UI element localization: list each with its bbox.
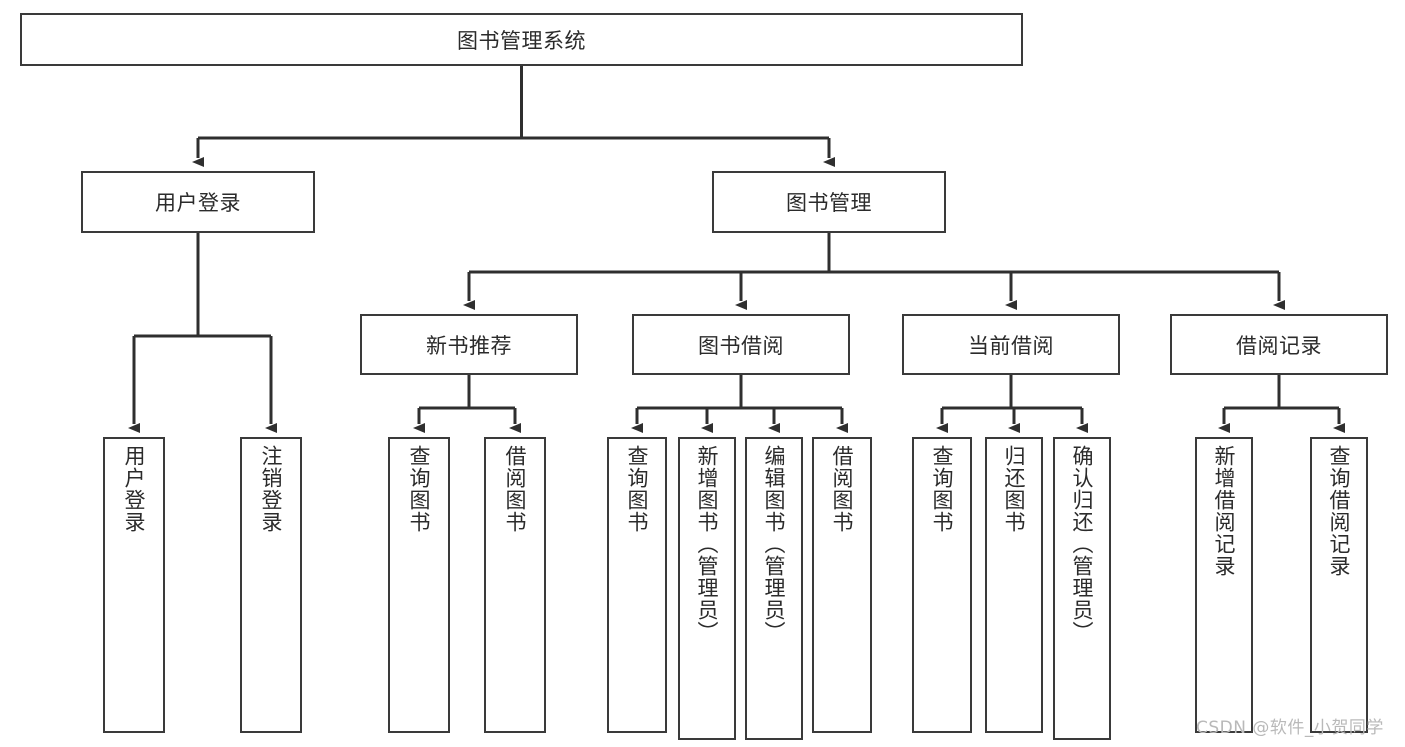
node-login[interactable]: 用户登录 [81,171,315,233]
node-current[interactable]: 当前借阅 [902,314,1120,375]
node-leaf-borrow-take[interactable]: 借阅图书 [812,437,872,733]
node-leaf-borrow-query[interactable]: 查询图书 [607,437,667,733]
node-label: 归还图书 [1002,445,1027,533]
node-leaf-borrow-add[interactable]: 新增图书（管理员） [678,437,736,740]
node-borrow[interactable]: 图书借阅 [632,314,850,375]
node-label: 编辑图书（管理员） [762,445,787,643]
node-leaf-user-logout[interactable]: 注销登录 [240,437,302,733]
node-leaf-new-query[interactable]: 查询图书 [388,437,450,733]
csdn-watermark: CSDN @软件_小贺同学 [1196,718,1384,738]
node-label: 图书管理系统 [457,28,586,53]
node-label: 确认归还（管理员） [1070,445,1095,643]
node-records[interactable]: 借阅记录 [1170,314,1388,375]
node-label: 新增借阅记录 [1212,445,1237,577]
node-label: 查询图书 [407,445,432,533]
node-label: 查询图书 [930,445,955,533]
node-label: 借阅图书 [503,445,528,533]
node-root[interactable]: 图书管理系统 [20,13,1023,66]
node-leaf-new-borrow[interactable]: 借阅图书 [484,437,546,733]
node-label: 查询图书 [625,445,650,533]
node-label: 当前借阅 [968,333,1054,358]
node-leaf-cur-return[interactable]: 归还图书 [985,437,1043,733]
node-label: 图书借阅 [698,333,784,358]
node-leaf-cur-query[interactable]: 查询图书 [912,437,972,733]
node-leaf-rec-query[interactable]: 查询借阅记录 [1310,437,1368,733]
node-leaf-cur-confirm[interactable]: 确认归还（管理员） [1053,437,1111,740]
node-label: 用户登录 [122,445,147,533]
node-leaf-rec-add[interactable]: 新增借阅记录 [1195,437,1253,733]
node-label: 借阅图书 [830,445,855,533]
node-label: 图书管理 [786,191,872,215]
node-label: 借阅记录 [1236,333,1322,358]
node-label: 新增图书（管理员） [695,445,720,643]
node-label: 用户登录 [155,191,241,215]
node-leaf-borrow-edit[interactable]: 编辑图书（管理员） [745,437,803,740]
node-leaf-user-login[interactable]: 用户登录 [103,437,165,733]
node-label: 注销登录 [259,445,284,533]
node-newbook[interactable]: 新书推荐 [360,314,578,375]
node-label: 查询借阅记录 [1327,445,1352,577]
node-label: 新书推荐 [426,333,512,358]
node-bookmgmt[interactable]: 图书管理 [712,171,946,233]
